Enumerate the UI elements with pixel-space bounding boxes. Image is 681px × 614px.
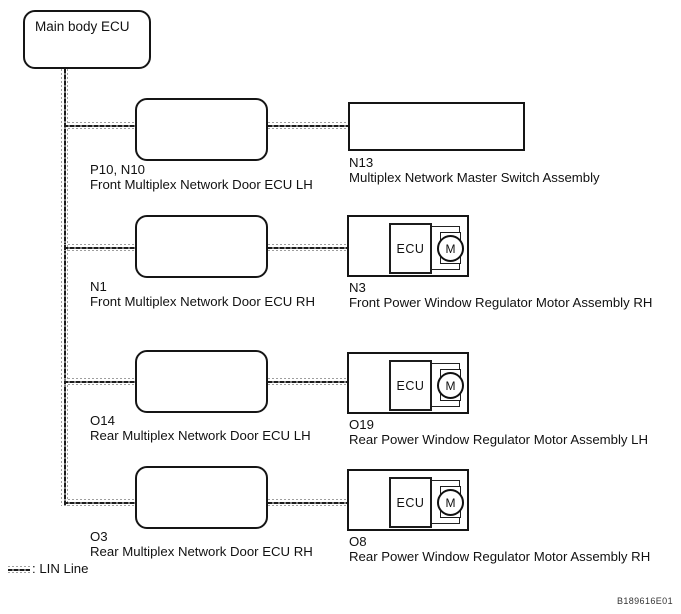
component-name: Rear Power Window Regulator Motor Assemb…: [349, 548, 651, 564]
inner-ecu-box: ECU: [389, 360, 432, 411]
lin-branch-bus-to-door-r3: [64, 378, 135, 385]
component-name: Front Multiplex Network Door ECU RH: [90, 293, 315, 309]
legend-label: : LIN Line: [32, 561, 89, 576]
component-code: P10, N10: [90, 162, 145, 177]
motor-icon: M: [437, 235, 464, 262]
lin-branch-door-to-assembly-r1: [268, 122, 348, 129]
lin-branch-bus-to-door-r2: [64, 244, 135, 251]
component-code: N13: [349, 155, 374, 170]
component-name: Multiplex Network Master Switch Assembly: [349, 169, 600, 185]
lin-branch-door-to-assembly-r4: [268, 499, 348, 506]
door-ecu-box-rear-lh: [135, 350, 268, 413]
lin-branch-bus-to-door-r1: [64, 122, 135, 129]
figure-code: B189616E01: [616, 596, 673, 606]
assembly-label-r4: O8 Rear Power Window Regulator Motor Ass…: [349, 534, 651, 564]
door-ecu-box-front-lh: [135, 98, 268, 161]
lin-branch-bus-to-door-r4: [64, 499, 135, 506]
motor-icon: M: [437, 489, 464, 516]
component-code: O14: [90, 413, 115, 428]
component-name: Rear Multiplex Network Door ECU RH: [90, 543, 313, 559]
door-ecu-box-front-rh: [135, 215, 268, 278]
door-ecu-box-rear-rh: [135, 466, 268, 529]
component-code: O3: [90, 529, 108, 544]
lin-branch-door-to-assembly-r2: [268, 244, 348, 251]
door-ecu-label-r3: O14 Rear Multiplex Network Door ECU LH: [90, 413, 311, 443]
component-name: Front Power Window Regulator Motor Assem…: [349, 294, 653, 310]
lin-line-sample-icon: [8, 566, 30, 573]
main-body-ecu-box: Main body ECU: [23, 10, 151, 69]
component-code: O8: [349, 534, 367, 549]
inner-ecu-box: ECU: [389, 477, 432, 528]
motor-assembly-box-rear-rh: ECU M: [347, 469, 469, 531]
motor-icon: M: [437, 372, 464, 399]
lin-branch-door-to-assembly-r3: [268, 378, 348, 385]
lin-line-legend: : LIN Line: [8, 561, 88, 576]
component-name: Rear Multiplex Network Door ECU LH: [90, 427, 311, 443]
assembly-label-r3: O19 Rear Power Window Regulator Motor As…: [349, 417, 649, 447]
door-ecu-label-r2: N1 Front Multiplex Network Door ECU RH: [90, 279, 315, 309]
motor-assembly-box-rear-lh: ECU M: [347, 352, 469, 414]
master-switch-assembly-box: [348, 102, 525, 151]
door-ecu-label-r1: P10, N10 Front Multiplex Network Door EC…: [90, 162, 313, 192]
component-code: N1: [90, 279, 107, 294]
assembly-label-r2: N3 Front Power Window Regulator Motor As…: [349, 280, 653, 310]
lin-bus-line: [61, 69, 68, 506]
component-code: N3: [349, 280, 366, 295]
main-body-ecu-label: Main body ECU: [35, 19, 130, 34]
component-name: Rear Power Window Regulator Motor Assemb…: [349, 431, 649, 447]
component-code: O19: [349, 417, 374, 432]
door-ecu-label-r4: O3 Rear Multiplex Network Door ECU RH: [90, 529, 313, 559]
assembly-label-r1: N13 Multiplex Network Master Switch Asse…: [349, 155, 600, 185]
component-name: Front Multiplex Network Door ECU LH: [90, 176, 313, 192]
inner-ecu-box: ECU: [389, 223, 432, 274]
motor-assembly-box-front-rh: ECU M: [347, 215, 469, 277]
